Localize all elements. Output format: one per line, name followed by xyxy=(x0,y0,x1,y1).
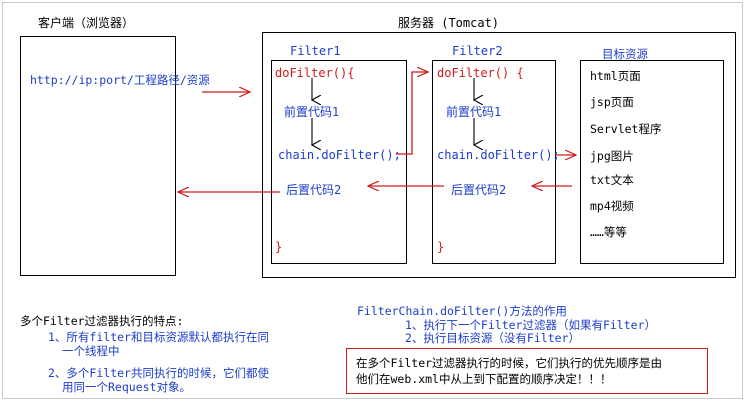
client-url: http://ip:port/工程路径/资源 xyxy=(30,73,210,87)
resources-title: 目标资源 xyxy=(602,47,648,61)
notes-right-title: FilterChain.doFilter()方法的作用 xyxy=(357,304,567,318)
chain-to-filter2-arrow xyxy=(396,72,428,155)
filter2-box xyxy=(432,60,556,264)
diagram-frame xyxy=(2,2,743,399)
resource-item: jsp页面 xyxy=(590,95,634,109)
filter1-pre-code: 前置代码1 xyxy=(284,105,340,119)
notes-left-title: 多个Filter过滤器执行的特点: xyxy=(20,314,184,328)
filter2-close: } xyxy=(437,240,445,254)
notes-left-line1a: 1、所有filter和目标资源默认都执行在同 xyxy=(48,330,269,344)
notes-left-line2a: 2、多个Filter共同执行的时候，它们都使 xyxy=(48,366,269,380)
filter1-dofilter: doFilter(){ xyxy=(275,66,355,80)
client-box xyxy=(20,36,176,276)
filter1-chain-call: chain.doFilter(); xyxy=(278,148,401,162)
order-note-line2: 他们在web.xml中从上到下配置的顺序决定！！！ xyxy=(356,372,612,386)
notes-left-line2b: 用同一个Request对象。 xyxy=(62,380,191,394)
client-title: 客户端（浏览器） xyxy=(38,16,135,30)
resource-item: ……等等 xyxy=(590,225,627,239)
resource-item: jpg图片 xyxy=(590,149,634,163)
resource-item: Servlet程序 xyxy=(590,122,662,136)
filter1-name: Filter1 xyxy=(290,44,341,58)
filter2-chain-call: chain.doFilter(); xyxy=(437,148,560,162)
filter1-post-code: 后置代码2 xyxy=(286,183,342,197)
notes-right-line2: 2、执行目标资源（没有Filter） xyxy=(405,331,580,345)
order-note-line1: 在多个Filter过滤器执行的时候，它们执行的优先顺序是由 xyxy=(356,356,663,370)
order-note-box xyxy=(346,348,708,394)
notes-right-line1: 1、执行下一个Filter过滤器（如果有Filter） xyxy=(405,318,657,332)
filter2-dofilter: doFilter() { xyxy=(437,66,524,80)
filter1-box xyxy=(271,60,407,264)
filter2-pre-code: 前置代码1 xyxy=(446,105,502,119)
resource-item: html页面 xyxy=(590,69,641,83)
filter2-post-code: 后置代码2 xyxy=(451,183,507,197)
resource-item: mp4视频 xyxy=(590,199,634,213)
resources-box xyxy=(580,60,724,264)
filter2-name: Filter2 xyxy=(452,44,503,58)
resource-item: txt文本 xyxy=(590,173,634,187)
notes-left-line1b: 一个线程中 xyxy=(62,344,120,358)
server-title: 服务器 (Tomcat) xyxy=(398,16,500,30)
filter1-close: } xyxy=(275,240,283,254)
